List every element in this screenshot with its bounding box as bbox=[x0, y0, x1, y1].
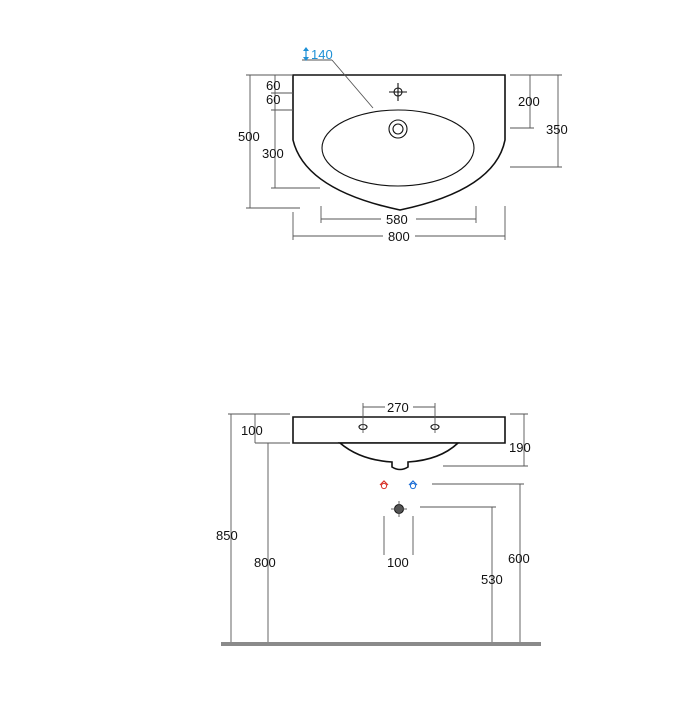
dim-850: 850 bbox=[216, 528, 238, 543]
dim-190: 190 bbox=[509, 440, 531, 455]
drain-outer bbox=[388, 119, 408, 139]
waste-outlet-icon bbox=[391, 501, 407, 517]
cold-water-marker-icon bbox=[408, 480, 418, 490]
dim-500: 500 bbox=[238, 129, 260, 144]
faucet-leader-line bbox=[331, 59, 374, 109]
dim-100-bottom: 100 bbox=[387, 555, 409, 570]
basin-front-outline bbox=[292, 416, 506, 444]
drain-inner bbox=[392, 123, 404, 135]
tap-hole-cross-icon bbox=[389, 83, 407, 101]
dim-60-b: 60 bbox=[266, 92, 280, 107]
basin-bowl-underside bbox=[337, 442, 461, 471]
side-view: 270 100 100 850 800 bbox=[216, 400, 541, 646]
dim-350: 350 bbox=[546, 122, 568, 137]
dim-60-a: 60 bbox=[266, 78, 280, 93]
left-dims-side bbox=[228, 413, 290, 642]
bowl-ellipse bbox=[321, 109, 475, 187]
dim-270: 270 bbox=[387, 400, 409, 415]
updown-arrow-icon bbox=[303, 47, 309, 61]
dim-200: 200 bbox=[518, 94, 540, 109]
dim-300: 300 bbox=[262, 146, 284, 161]
dim-800-top: 800 bbox=[388, 229, 410, 244]
dim-600: 600 bbox=[508, 551, 530, 566]
faucet-height-label: 140 bbox=[311, 47, 333, 62]
dim-530: 530 bbox=[481, 572, 503, 587]
right-dims-top bbox=[510, 74, 562, 168]
bottom-dims-top bbox=[292, 206, 506, 240]
left-dims-top bbox=[246, 74, 320, 209]
dim-580: 580 bbox=[386, 212, 408, 227]
top-view: 140 60 60 500 300 200 350 bbox=[238, 47, 568, 244]
hot-water-marker-icon bbox=[379, 480, 389, 490]
dim-100-top: 100 bbox=[241, 423, 263, 438]
right-dims-side bbox=[420, 413, 528, 642]
dim-800-side: 800 bbox=[254, 555, 276, 570]
floor-line bbox=[221, 642, 541, 646]
